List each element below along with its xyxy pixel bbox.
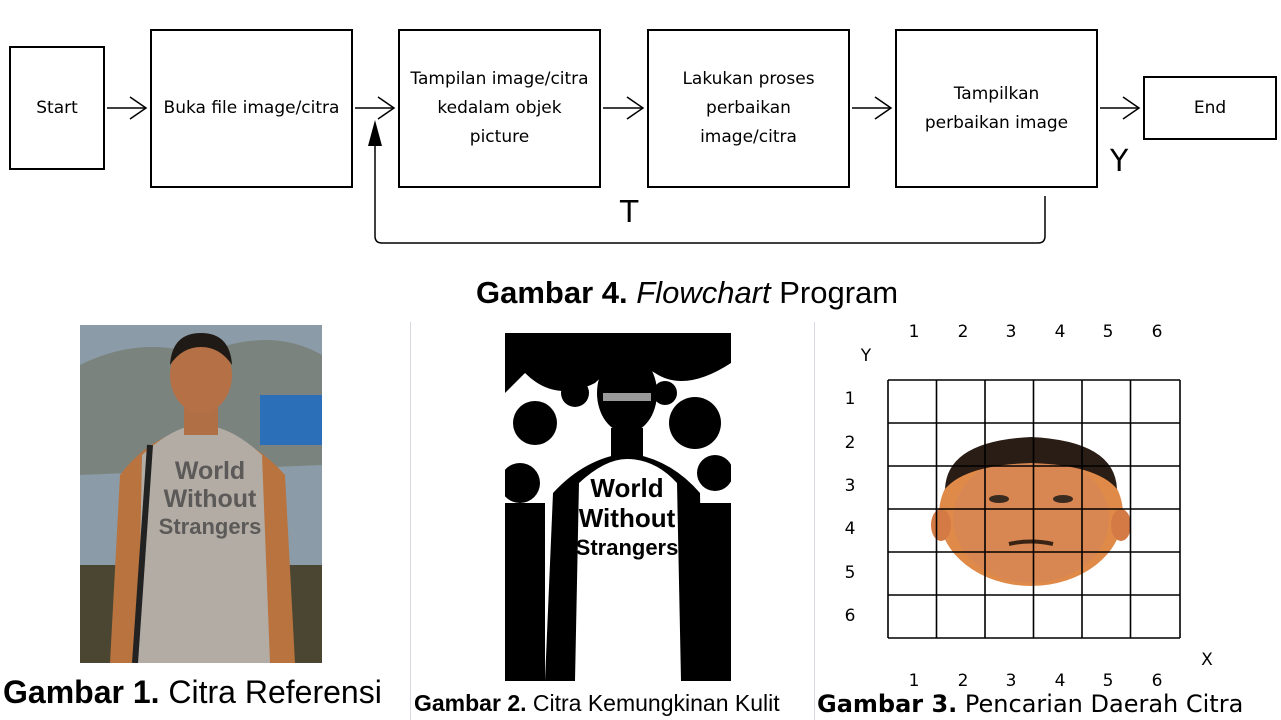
figure3-caption-bold: Gambar 3. — [817, 690, 958, 718]
y-4: 4 — [844, 519, 856, 539]
end-box: End — [1143, 76, 1277, 140]
top-x-6: 6 — [1151, 322, 1163, 342]
figure1-caption-bold: Gambar 1. — [3, 674, 160, 710]
panel-divider-2 — [814, 322, 815, 720]
skin-shirt-text: World Without Strangers — [567, 473, 687, 563]
face-region-grid — [887, 379, 1181, 639]
figure1-caption-rest: Citra Referensi — [159, 674, 382, 710]
face-grid-drawing — [887, 379, 1181, 639]
figure2-caption-rest: Citra Kemungkinan Kulit — [526, 690, 780, 716]
show-repair-box: Tampilkan perbaikan image — [895, 29, 1098, 188]
reference-shirt-text: World Without Strangers — [150, 457, 270, 541]
skin-probability-drawing — [505, 333, 731, 681]
skin-shirt-line-3: Strangers — [575, 535, 679, 560]
shirt-line-3: Strangers — [158, 514, 262, 539]
feedback-arrowhead — [368, 120, 382, 146]
bottom-x-2: 2 — [957, 671, 969, 691]
figure2-caption: Gambar 2. Citra Kemungkinan Kulit — [414, 690, 780, 717]
reference-photo-drawing — [80, 325, 322, 663]
reference-photo: World Without Strangers — [80, 325, 322, 663]
y-2: 2 — [844, 433, 856, 453]
y-3: 3 — [844, 476, 856, 496]
x-axis-label: X — [1201, 650, 1213, 670]
y-1: 1 — [844, 389, 856, 409]
shirt-line-2: Without — [163, 485, 257, 513]
top-x-1: 1 — [908, 322, 920, 342]
figure2-caption-bold: Gambar 2. — [414, 690, 527, 716]
flowchart-caption-bold: Gambar 4. — [476, 275, 628, 310]
start-box: Start — [9, 46, 105, 170]
flowchart-caption: Gambar 4. Flowchart Program — [476, 275, 898, 311]
no-label: T — [620, 195, 639, 230]
end-label: End — [1193, 97, 1227, 118]
repair-process-label: Lakukan proses perbaikan image/citra — [682, 69, 815, 147]
open-file-box: Buka file image/citra — [150, 29, 353, 188]
y-6: 6 — [844, 606, 856, 626]
figure3-caption: Gambar 3. Pencarian Daerah Citra — [817, 690, 1243, 718]
bottom-x-4: 4 — [1054, 671, 1066, 691]
y-5: 5 — [844, 563, 856, 583]
flowchart-caption-rest: Program — [770, 275, 899, 310]
figure1-caption: Gambar 1. Citra Referensi — [3, 674, 382, 711]
yes-label: Y — [1110, 144, 1129, 179]
skin-shirt-line-2: Without — [578, 503, 676, 533]
bottom-x-5: 5 — [1102, 671, 1114, 691]
top-x-3: 3 — [1005, 322, 1017, 342]
flowchart-arrows — [107, 96, 1141, 244]
top-x-2: 2 — [957, 322, 969, 342]
panel-divider-1 — [410, 322, 411, 720]
bottom-x-6: 6 — [1151, 671, 1163, 691]
show-repair-label: Tampilkan perbaikan image — [924, 83, 1069, 133]
top-x-5: 5 — [1102, 322, 1114, 342]
flowchart-caption-italic: Flowchart — [636, 275, 771, 310]
repair-process-box: Lakukan proses perbaikan image/citra — [647, 29, 850, 188]
display-image-label: Tampilan image/citra kedalam objek pictu… — [410, 69, 589, 147]
skin-shirt-line-1: World — [590, 473, 664, 503]
start-label: Start — [36, 97, 78, 118]
bottom-x-3: 3 — [1005, 671, 1017, 691]
open-file-label: Buka file image/citra — [163, 98, 340, 118]
y-axis-label: Y — [860, 346, 872, 366]
skin-probability-image: World Without Strangers — [505, 333, 731, 681]
top-x-4: 4 — [1054, 322, 1066, 342]
shirt-line-1: World — [174, 457, 246, 485]
figure3-caption-rest: Pencarian Daerah Citra — [957, 690, 1244, 718]
display-image-box: Tampilan image/citra kedalam objek pictu… — [398, 29, 601, 188]
bottom-x-1: 1 — [908, 671, 920, 691]
